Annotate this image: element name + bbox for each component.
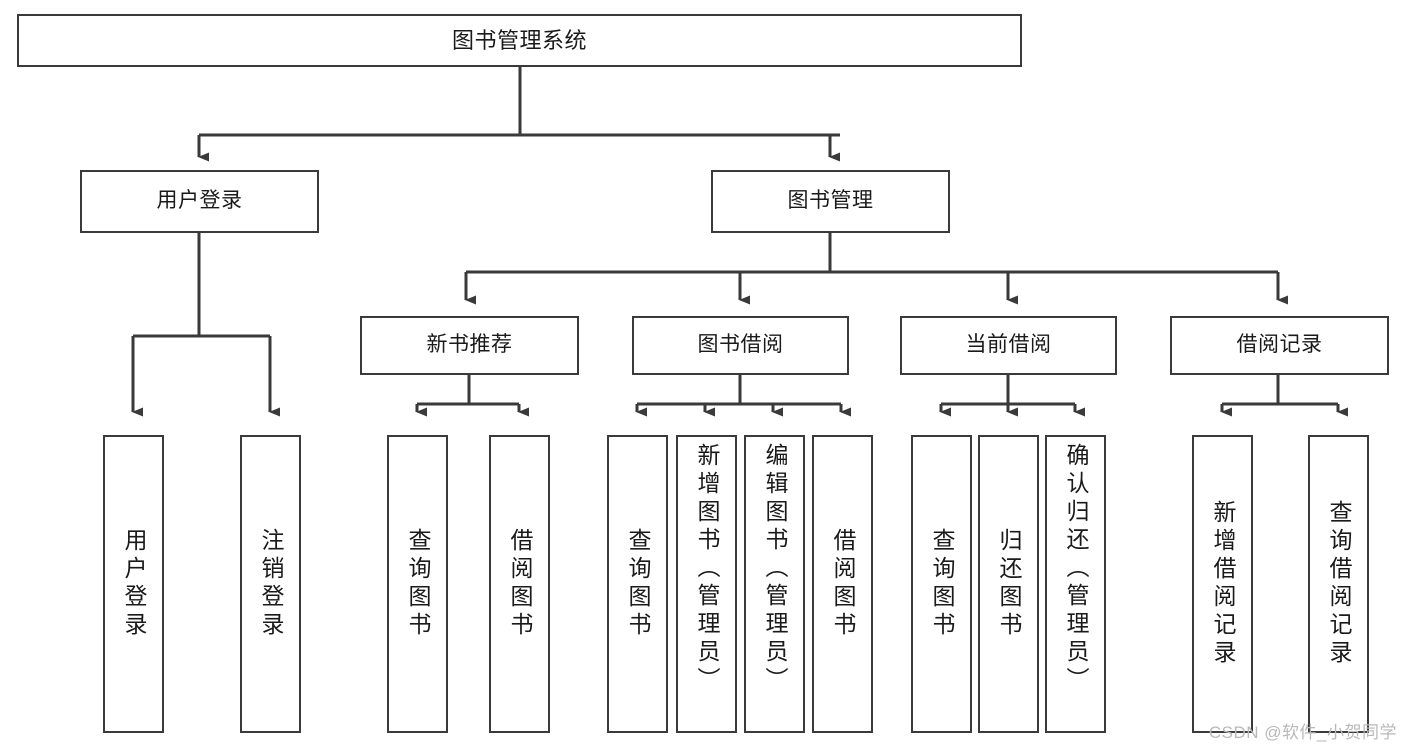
node-book-borrow[interactable]: 图书借阅 (632, 316, 849, 375)
node-root-label: 图书管理系统 (451, 27, 587, 53)
node-book-management-label: 图书管理 (787, 189, 874, 213)
leaf-edit-book-label: 编辑图书（管理员） (762, 443, 788, 695)
node-borrow-record[interactable]: 借阅记录 (1170, 316, 1389, 375)
node-new-book-recommend-label: 新书推荐 (426, 333, 513, 357)
leaf-confirm-return[interactable]: 确认归还（管理员） (1045, 435, 1106, 733)
leaf-edit-book[interactable]: 编辑图书（管理员） (744, 435, 805, 733)
node-root[interactable]: 图书管理系统 (17, 14, 1022, 67)
leaf-query-book-3-label: 查询图书 (929, 528, 955, 640)
node-user-login-label: 用户登录 (156, 189, 243, 213)
node-new-book-recommend[interactable]: 新书推荐 (360, 316, 579, 375)
leaf-query-book-2-label: 查询图书 (625, 528, 651, 640)
leaf-query-book-1-label: 查询图书 (405, 528, 431, 640)
leaf-logout-login-label: 注销登录 (258, 528, 284, 640)
leaf-query-record-label: 查询借阅记录 (1326, 500, 1352, 668)
leaf-add-book[interactable]: 新增图书（管理员） (676, 435, 737, 733)
leaf-query-book-2[interactable]: 查询图书 (607, 435, 668, 733)
leaf-return-book[interactable]: 归还图书 (978, 435, 1039, 733)
leaf-confirm-return-label: 确认归还（管理员） (1063, 443, 1089, 695)
leaf-query-book-3[interactable]: 查询图书 (911, 435, 972, 733)
node-book-management[interactable]: 图书管理 (711, 170, 950, 233)
node-book-borrow-label: 图书借阅 (697, 333, 784, 357)
leaf-borrow-book-1[interactable]: 借阅图书 (489, 435, 550, 733)
leaf-add-record-label: 新增借阅记录 (1210, 500, 1236, 668)
node-current-borrow[interactable]: 当前借阅 (900, 316, 1117, 375)
leaf-return-book-label: 归还图书 (996, 528, 1022, 640)
leaf-query-book-1[interactable]: 查询图书 (387, 435, 448, 733)
leaf-add-record[interactable]: 新增借阅记录 (1192, 435, 1253, 733)
node-user-login[interactable]: 用户登录 (80, 170, 319, 233)
leaf-borrow-book-2-label: 借阅图书 (830, 528, 856, 640)
leaf-logout-login[interactable]: 注销登录 (240, 435, 301, 733)
node-current-borrow-label: 当前借阅 (965, 333, 1052, 357)
leaf-add-book-label: 新增图书（管理员） (694, 443, 720, 695)
node-borrow-record-label: 借阅记录 (1236, 333, 1323, 357)
leaf-borrow-book-2[interactable]: 借阅图书 (812, 435, 873, 733)
leaf-user-login[interactable]: 用户登录 (103, 435, 164, 733)
leaf-user-login-label: 用户登录 (121, 528, 147, 640)
leaf-query-record[interactable]: 查询借阅记录 (1308, 435, 1369, 733)
watermark: CSDN @软件_小贺同学 (1208, 723, 1397, 742)
leaf-borrow-book-1-label: 借阅图书 (507, 528, 533, 640)
